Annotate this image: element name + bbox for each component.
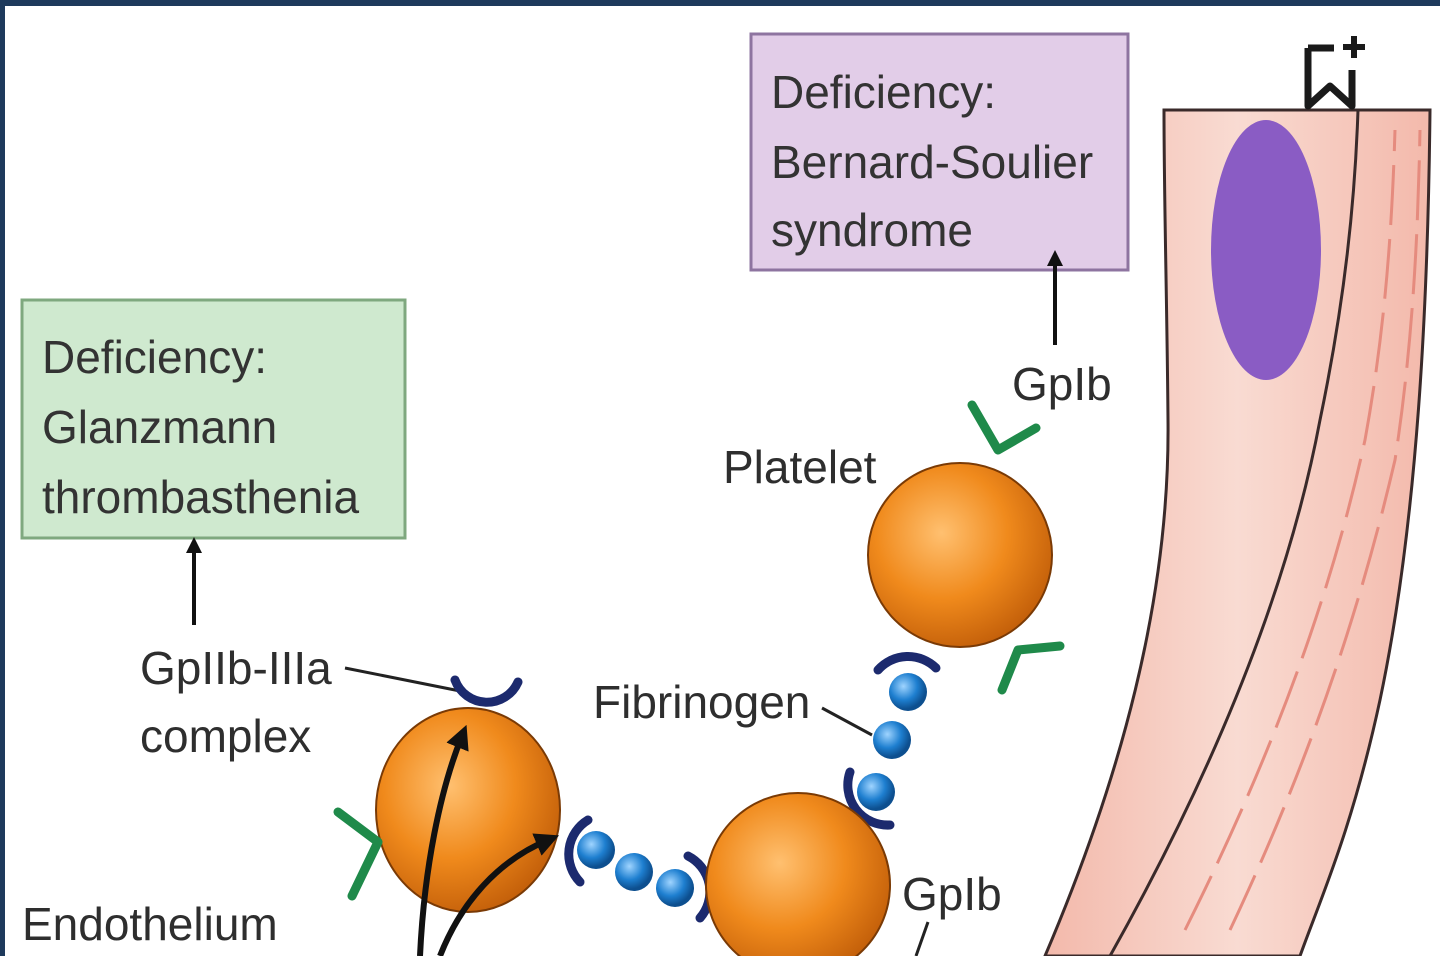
fibrinogen-chain-upper	[843, 652, 941, 830]
left-frame-edge	[0, 0, 5, 956]
label-platelet: Platelet	[723, 441, 877, 493]
platelet-left	[333, 675, 561, 956]
bernard-soulier-line-1: Deficiency:	[771, 66, 996, 118]
vessel-wall	[1043, 108, 1432, 956]
glanzmann-box: Deficiency: Glanzmann thrombasthenia	[20, 298, 407, 540]
label-endothelium: Endothelium	[22, 898, 278, 950]
glanzmann-line-3: thrombasthenia	[42, 471, 359, 523]
endothelial-nucleus	[1211, 120, 1321, 380]
leader-lines	[344, 666, 930, 956]
fibrinogen-bead	[656, 869, 694, 907]
platelet-upper	[867, 400, 1065, 695]
platelet-lower-middle	[705, 792, 891, 956]
fibrinogen-bead	[873, 721, 911, 759]
leader-fibrinogen	[821, 706, 873, 737]
fibrinogen-bead	[615, 853, 653, 891]
gpib-receptor-top	[967, 400, 1041, 455]
bernard-soulier-line-3: syndrome	[771, 204, 973, 256]
gpiib-iiia-receptor-top	[450, 675, 523, 707]
bernard-soulier-line-2: Bernard-Soulier	[771, 136, 1093, 188]
vessel-stripe-2	[1228, 129, 1422, 931]
gpib-receptor-left	[333, 807, 383, 901]
bernard-soulier-box: Deficiency: Bernard-Soulier syndrome	[749, 32, 1130, 272]
bookmark-add-icon[interactable]	[1294, 30, 1374, 116]
leader-gpib-bottom	[914, 921, 930, 956]
gpiib-receptor-cap-lower-left	[564, 815, 593, 887]
label-gpib-top: GpIb	[1012, 358, 1112, 410]
gpib-receptor-right	[997, 641, 1065, 695]
gpiib-receptor-cap-upper-bottom	[843, 767, 895, 830]
glanzmann-line-2: Glanzmann	[42, 401, 277, 453]
label-fibrinogen: Fibrinogen	[593, 676, 810, 728]
vessel-outer-layer	[1043, 108, 1432, 956]
glanzmann-line-1: Deficiency:	[42, 331, 267, 383]
vessel-stripe-1	[1183, 129, 1397, 931]
deficiency-arrows	[186, 250, 1063, 625]
activation-arrow-up	[417, 724, 469, 956]
label-gpiib-iiia-line2: complex	[140, 710, 311, 762]
leader-gpiib-iiia	[344, 666, 466, 694]
label-gpiib-iiia-line1: GpIIb-IIIa	[140, 642, 332, 694]
activation-arrow-right	[437, 833, 560, 956]
vessel-inner-boundary	[1108, 109, 1360, 956]
fibrinogen-bead	[857, 773, 895, 811]
fibrinogen-bead	[889, 673, 927, 711]
gpiib-receptor-cap-upper-top	[873, 652, 941, 675]
fibrinogen-chain-lower	[564, 815, 715, 923]
label-gpib-bottom: GpIb	[902, 868, 1002, 920]
top-frame-edge	[0, 0, 1440, 6]
fibrinogen-bead	[577, 831, 615, 869]
